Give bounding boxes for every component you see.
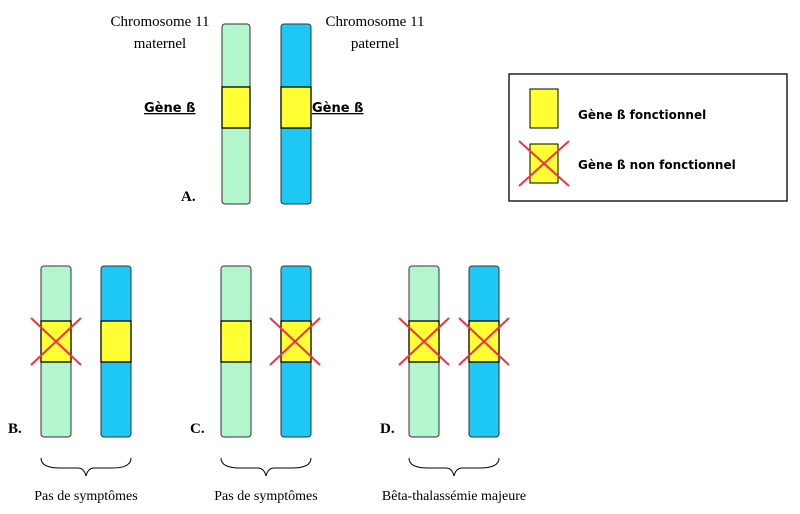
brace-b: [40, 457, 132, 477]
cross-icon: [458, 317, 510, 366]
gene-label-right: Gène ß: [312, 101, 363, 116]
panel-letter-a: A.: [181, 189, 196, 205]
legend-functional-label: Gène ß fonctionnel: [578, 108, 706, 122]
gene-label-left: Gène ß: [144, 101, 195, 116]
cross-icon: [518, 140, 570, 187]
paternal-chromosome-title-line2: paternel: [351, 36, 399, 52]
gene-a-paternal: [280, 86, 312, 129]
panel-d: D. Bêta-thalassémie majeure: [380, 265, 526, 504]
caption-b: Pas de symptômes: [34, 489, 137, 504]
gene-d-paternal: [468, 320, 500, 363]
brace-d: [408, 457, 500, 477]
gene-b-paternal: [100, 320, 132, 363]
caption-d: Bêta-thalassémie majeure: [382, 489, 526, 504]
panel-b: B. Pas de symptômes: [8, 265, 138, 504]
legend-nonfunctional-label: Gène ß non fonctionnel: [578, 158, 736, 172]
brace-c: [220, 457, 312, 477]
legend: Gène ß fonctionnel Gène ß non fonctionne…: [508, 73, 788, 202]
cross-icon: [269, 317, 321, 366]
panel-letter-d: D.: [380, 421, 395, 437]
gene-a-maternal: [221, 86, 251, 129]
gene-c-maternal: [220, 320, 252, 363]
panel-c: C. Pas de symptômes: [190, 265, 321, 504]
panel-letter-c: C.: [190, 421, 205, 437]
maternal-chromosome-title-line2: maternel: [134, 36, 186, 52]
caption-c: Pas de symptômes: [214, 489, 317, 504]
paternal-chromosome-title-line1: Chromosome 11: [325, 14, 424, 30]
cross-icon: [398, 317, 450, 366]
cross-icon: [30, 317, 82, 366]
panel-letter-b: B.: [8, 421, 22, 437]
maternal-chromosome-title-line1: Chromosome 11: [110, 14, 209, 30]
panel-a: Chromosome 11 maternel Chromosome 11 pat…: [110, 14, 424, 205]
legend-functional-swatch: [529, 88, 559, 129]
